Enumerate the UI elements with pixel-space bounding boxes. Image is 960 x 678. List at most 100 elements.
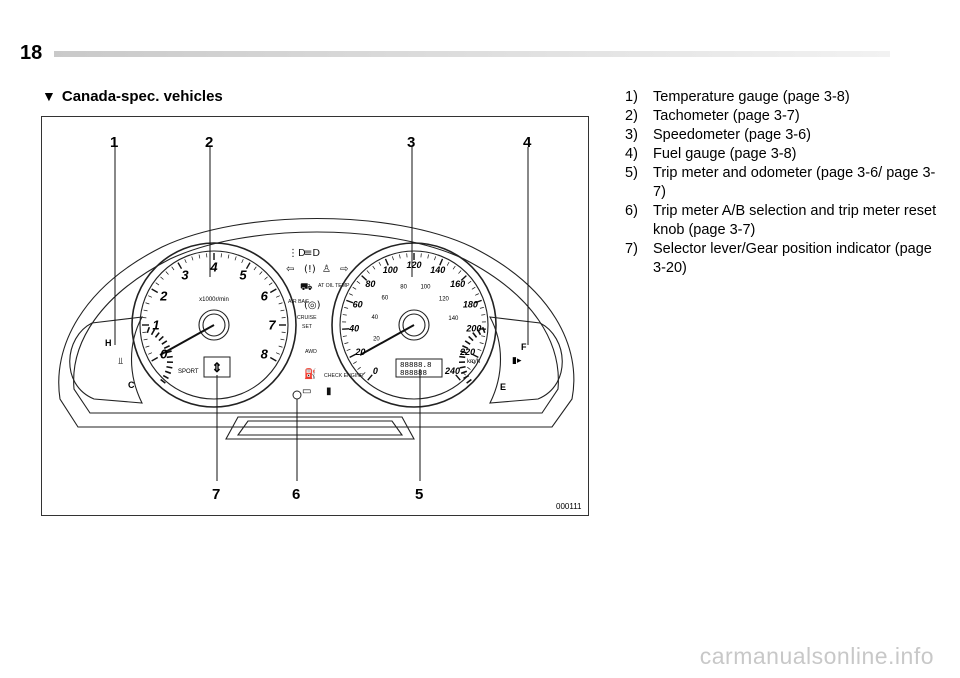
speedometer-needle xyxy=(359,324,415,356)
temperature-tick xyxy=(146,326,151,334)
legend-text: Temperature gauge (page 3-8) xyxy=(653,89,850,105)
dial-tick xyxy=(372,265,376,270)
legend-item: 7)Selector lever/Gear position indicator… xyxy=(625,240,945,278)
lower-bezel-inner xyxy=(236,420,404,436)
dial-tick xyxy=(481,314,486,316)
dial-tick xyxy=(344,342,349,344)
dial-tick xyxy=(467,366,471,370)
coolant-temperature-icon: ⫫ xyxy=(117,357,123,367)
dial-tick xyxy=(349,293,353,296)
dial-tick xyxy=(145,302,150,305)
legend-number: 5) xyxy=(625,165,638,181)
at-oil-temp-label: AT OIL TEMP xyxy=(318,283,350,289)
sport-mode-label: SPORT xyxy=(178,369,199,375)
dial-tick xyxy=(143,309,148,312)
dial-tick xyxy=(280,338,285,341)
speedometer-bezel xyxy=(339,250,489,400)
temperature-tick xyxy=(154,332,160,338)
temperature-tick xyxy=(162,374,169,380)
air-bag-label: AIR BAG xyxy=(288,299,309,305)
legend-text: Tachometer (page 3-7) xyxy=(653,108,800,124)
tachometer-unit: x1000r/min xyxy=(199,297,229,303)
fuel-gauge-pod xyxy=(489,316,563,404)
dial-tick xyxy=(275,295,280,298)
temperature-tick xyxy=(165,350,172,354)
temperature-tick xyxy=(150,329,156,336)
fuel-empty-label: E xyxy=(500,382,506,392)
speedometer-hub-inner xyxy=(402,313,426,337)
dial-tick xyxy=(151,288,159,294)
dial-tick xyxy=(342,314,347,316)
legend-item: 6)Trip meter A/B selection and trip mete… xyxy=(625,202,945,240)
speedometer-number: 140 xyxy=(430,265,445,275)
abs-icon: (◎) xyxy=(304,300,321,311)
dial-tick xyxy=(184,259,187,264)
speedometer-number: 20 xyxy=(354,347,365,357)
dial-tick xyxy=(458,270,462,274)
callout-4: 4 xyxy=(523,134,532,151)
dial-tick xyxy=(280,309,285,312)
dial-tick xyxy=(268,282,273,286)
page-number: 18 xyxy=(20,42,43,64)
dial-tick xyxy=(479,307,484,309)
temperature-tick xyxy=(164,370,172,375)
tachometer-number: 4 xyxy=(209,260,218,275)
dial-tick xyxy=(366,270,370,274)
legend-number: 7) xyxy=(625,241,638,257)
legend-number: 4) xyxy=(625,146,638,162)
fuel-tick xyxy=(472,332,478,338)
dial-tick xyxy=(145,345,150,348)
speedometer-number: 80 xyxy=(365,279,375,289)
speedometer-number: 220 xyxy=(459,347,475,357)
vehicle-icon: ⛟ xyxy=(300,282,313,293)
speedometer-number: 160 xyxy=(450,279,465,289)
section-heading: ▼Canada-spec. vehicles xyxy=(42,88,223,105)
dial-tick xyxy=(342,335,347,337)
dial-tick xyxy=(361,275,368,281)
temperature-gauge-ticks xyxy=(146,326,174,384)
dial-tick xyxy=(356,280,361,284)
dial-tick xyxy=(165,271,169,275)
headlight-icon: ≡D xyxy=(304,248,320,259)
speedometer-minor-number: 80 xyxy=(400,284,407,290)
dial-tick xyxy=(275,352,280,355)
lower-bezel xyxy=(225,416,415,440)
dial-tick xyxy=(151,356,159,362)
dial-tick xyxy=(455,374,461,381)
dial-tick xyxy=(198,254,201,259)
tachometer-hub xyxy=(198,309,230,341)
dial-tick xyxy=(392,256,394,261)
speedometer-minor-number: 60 xyxy=(382,295,389,301)
tachometer-number: 8 xyxy=(261,347,269,362)
cluster-outer-housing xyxy=(58,218,575,428)
fuel-tick xyxy=(466,378,472,384)
dial-tick xyxy=(477,348,482,351)
speedometer-number: 200 xyxy=(465,324,481,334)
legend-number: 1) xyxy=(625,89,638,105)
dial-tick xyxy=(471,353,479,358)
temperature-gauge-pod xyxy=(69,316,143,404)
trip-reset-knob xyxy=(292,390,302,400)
dial-tick xyxy=(177,262,183,270)
tachometer-number: 0 xyxy=(160,347,168,362)
tachometer-bezel xyxy=(139,250,289,400)
speedometer-number: 120 xyxy=(406,260,421,270)
dial-tick xyxy=(384,258,389,266)
dial-tick xyxy=(259,271,263,275)
dial-tick xyxy=(471,286,476,290)
trip-digits: 888888 xyxy=(400,370,427,378)
dial-tick xyxy=(353,361,357,364)
odometer-display xyxy=(395,358,443,378)
temperature-tick xyxy=(160,378,166,384)
speedometer-minor-number: 120 xyxy=(439,296,450,302)
temperature-tick xyxy=(166,355,173,359)
dial-tick xyxy=(269,288,277,294)
callout-1: 1 xyxy=(110,134,118,151)
temperature-tick xyxy=(161,340,168,345)
fuel-full-label: F xyxy=(521,342,527,352)
gear-indicator-glyph: ⇕ xyxy=(212,360,223,375)
callout-6: 6 xyxy=(292,486,300,503)
dial-tick xyxy=(148,295,153,298)
dial-tick xyxy=(346,299,354,304)
fuel-tick xyxy=(464,340,471,345)
